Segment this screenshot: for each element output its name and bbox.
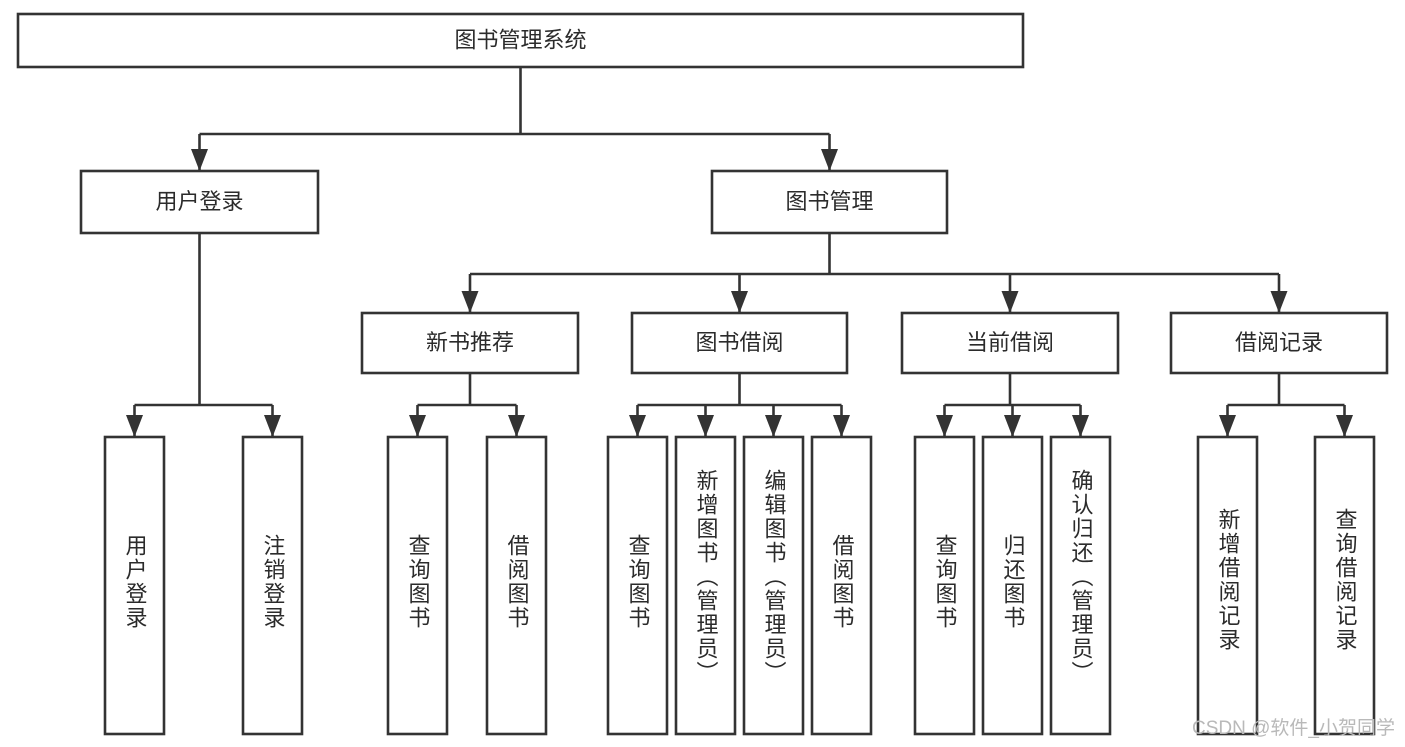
node-label-user-login: 用户登录 bbox=[155, 189, 243, 214]
node-borrow-record[interactable] bbox=[1169, 311, 1389, 375]
arrow-head-icon bbox=[821, 149, 838, 171]
connector-layer bbox=[126, 67, 1353, 437]
arrow-head-icon bbox=[1270, 291, 1288, 313]
node-current-borrow[interactable] bbox=[900, 311, 1120, 375]
node-new-book-rec[interactable] bbox=[360, 311, 580, 375]
node-user-login[interactable] bbox=[79, 169, 320, 235]
arrow-head-icon bbox=[1072, 415, 1089, 437]
node-book-borrow[interactable] bbox=[630, 311, 849, 375]
node-leaf-query-book-1[interactable] bbox=[386, 435, 449, 736]
arrow-head-icon bbox=[126, 415, 143, 437]
node-label-borrow-record: 借阅记录 bbox=[1235, 330, 1323, 355]
node-label-book-manage: 图书管理 bbox=[785, 189, 873, 214]
node-leaf-confirm-return[interactable] bbox=[1049, 435, 1112, 736]
arrow-head-icon bbox=[409, 415, 426, 437]
node-label-current-borrow: 当前借阅 bbox=[966, 330, 1054, 355]
node-leaf-edit-book[interactable] bbox=[742, 435, 805, 736]
node-leaf-add-book[interactable] bbox=[674, 435, 737, 736]
node-leaf-user-login[interactable] bbox=[103, 435, 166, 736]
node-leaf-borrow-book-2[interactable] bbox=[810, 435, 873, 736]
node-leaf-query-book-2[interactable] bbox=[606, 435, 669, 736]
arrow-head-icon bbox=[936, 415, 953, 437]
arrow-head-icon bbox=[264, 415, 281, 437]
node-root[interactable] bbox=[16, 12, 1025, 69]
node-leaf-borrow-book-1[interactable] bbox=[485, 435, 548, 736]
node-leaf-return-book[interactable] bbox=[981, 435, 1044, 736]
node-label-root: 图书管理系统 bbox=[454, 27, 586, 52]
arrow-head-icon bbox=[1219, 415, 1236, 437]
arrow-head-icon bbox=[1336, 415, 1353, 437]
arrow-head-icon bbox=[765, 415, 782, 437]
node-label-book-borrow: 图书借阅 bbox=[695, 330, 783, 355]
node-label-new-book-rec: 新书推荐 bbox=[426, 330, 514, 355]
node-book-manage[interactable] bbox=[710, 169, 949, 235]
node-leaf-logout[interactable] bbox=[241, 435, 304, 736]
arrow-head-icon bbox=[508, 415, 525, 437]
arrow-head-icon bbox=[191, 149, 208, 171]
node-leaf-add-record[interactable] bbox=[1196, 435, 1259, 736]
node-leaf-query-book-3[interactable] bbox=[913, 435, 976, 736]
arrow-head-icon bbox=[731, 291, 748, 313]
arrow-head-icon bbox=[833, 415, 850, 437]
arrow-head-icon bbox=[1004, 415, 1021, 437]
node-leaf-query-record[interactable] bbox=[1313, 435, 1376, 736]
arrow-head-icon bbox=[629, 415, 646, 437]
arrow-head-icon bbox=[1001, 291, 1019, 313]
arrow-head-icon bbox=[697, 415, 714, 437]
arrow-head-icon bbox=[461, 291, 479, 313]
csdn-watermark: CSDN @软件_小贺同学 bbox=[1192, 718, 1395, 739]
